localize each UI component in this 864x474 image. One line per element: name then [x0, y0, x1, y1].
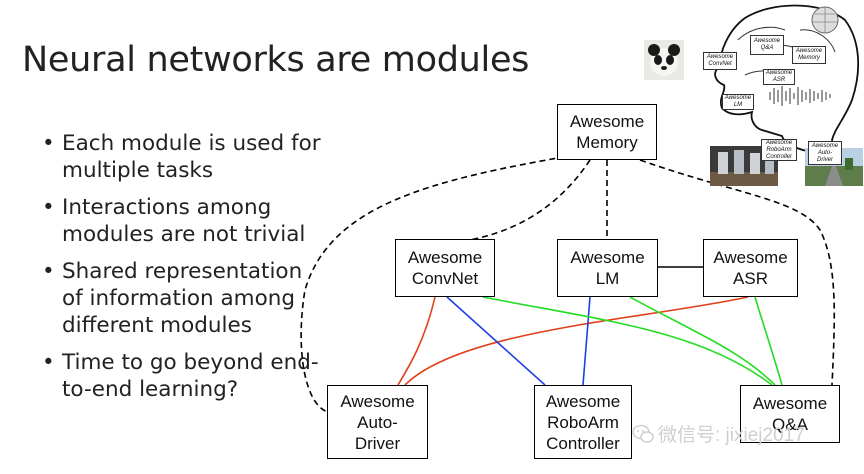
bullet-item: Shared representation of information amo… [42, 258, 322, 339]
bullet-item: Time to go beyond end-to-end learning? [42, 349, 322, 403]
mini-label: Awesome [765, 70, 793, 76]
mini-node-lm: Awesome LM [722, 94, 754, 110]
node-label: Awesome [407, 248, 483, 267]
mini-node-asr: Awesome ASR [763, 69, 795, 85]
node-label: Memory [576, 133, 638, 152]
edge-memory-convnet [469, 159, 591, 241]
node-label: Controller [546, 433, 620, 453]
node-awesome-qa: Awesome Q&A [740, 385, 840, 443]
edge-lm-qa [629, 296, 776, 386]
node-label: ASR [733, 269, 768, 288]
globe-icon [811, 6, 839, 34]
mini-label: ConvNet [708, 61, 732, 67]
watermark: 微信号: jixiej2017 [632, 420, 805, 447]
bullet-list: Each module is used for multiple tasks I… [42, 130, 322, 413]
node-awesome-auto-driver: Awesome Auto- Driver [327, 385, 428, 459]
waveform-icon [769, 86, 831, 106]
edge-asr-autodriver [404, 296, 749, 386]
mini-node-convnet: Awesome ConvNet [703, 52, 737, 70]
node-label: RoboArm [547, 412, 619, 432]
node-awesome-asr: Awesome ASR [703, 239, 798, 297]
mini-node-autodriver: Awesome Auto- Driver [808, 141, 842, 165]
node-awesome-convnet: Awesome ConvNet [395, 239, 495, 297]
edge-convnet-roboarm [446, 296, 546, 386]
mini-label: Driver [817, 156, 833, 163]
wechat-icon [632, 424, 654, 443]
node-label: Driver [354, 433, 401, 453]
mini-node-memory: Awesome Memory [792, 46, 826, 64]
node-label: ConvNet [411, 269, 479, 288]
edge-memory-autodriver [300, 154, 576, 413]
mini-label: ASR [772, 77, 786, 83]
mini-label: Memory [798, 55, 820, 61]
node-label: LM [595, 269, 620, 288]
slide-title: Neural networks are modules [22, 40, 530, 80]
mini-label: Awesome [795, 48, 823, 54]
edge-convnet-autodriver [397, 296, 436, 386]
mini-label: Awesome [706, 54, 734, 60]
mini-node-qa: Awesome Q&A [750, 35, 784, 55]
mini-label: Awesome [811, 142, 839, 149]
edge-convnet-qa [482, 296, 773, 386]
bullet-item: Each module is used for multiple tasks [42, 130, 322, 184]
edge-lm-roboarm [582, 296, 591, 386]
brain-folds-icon [737, 26, 836, 81]
node-label: Q&A [772, 415, 808, 434]
watermark-text: 微信号: jixiej2017 [658, 425, 805, 446]
node-label: Auto- [357, 412, 398, 432]
node-label: Awesome [713, 248, 788, 267]
node-awesome-roboarm-controller: Awesome RoboArm Controller [534, 385, 632, 459]
panda-photo [644, 40, 684, 80]
mini-label: Auto- [817, 149, 833, 156]
mini-label: Awesome [753, 38, 781, 44]
node-label: Awesome [340, 391, 415, 411]
node-label: Awesome [569, 112, 645, 131]
mini-label: Q&A [760, 45, 774, 51]
mini-label: RoboArm [766, 146, 792, 153]
mini-label: Awesome [724, 95, 752, 101]
mini-label: LM [733, 102, 743, 108]
mini-label: Controller [765, 153, 792, 160]
mini-node-roboarm: Awesome RoboArm Controller [761, 139, 797, 161]
edge-asr-qa [754, 296, 783, 386]
mini-label: Awesome [765, 139, 793, 146]
node-awesome-lm: Awesome LM [557, 239, 658, 297]
node-label: Awesome [545, 391, 621, 411]
node-label: Awesome [752, 394, 828, 413]
node-awesome-memory: Awesome Memory [557, 104, 657, 160]
node-label: Awesome [570, 248, 645, 267]
bullet-item: Interactions among modules are not trivi… [42, 194, 322, 248]
